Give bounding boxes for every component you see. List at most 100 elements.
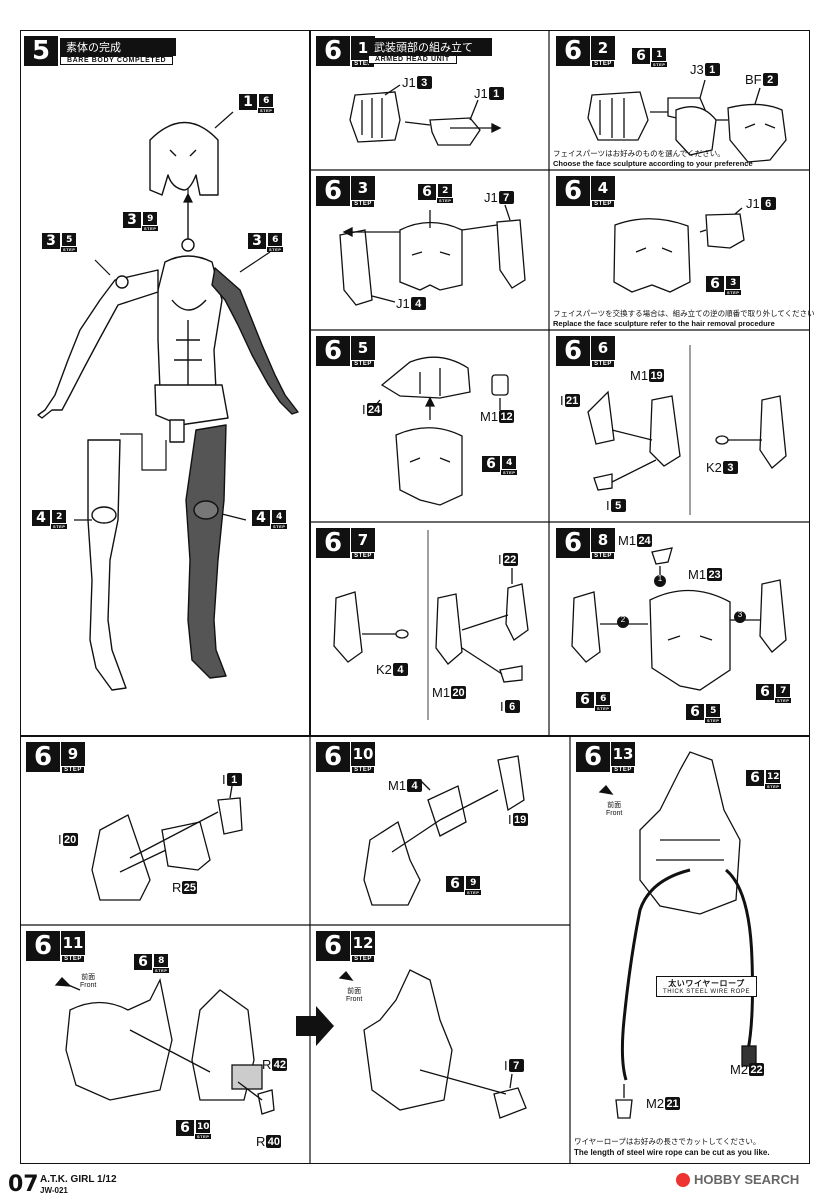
- step-tag: STEP: [612, 767, 634, 773]
- step-tag: STEP: [465, 890, 482, 895]
- step-sub: 2: [591, 36, 615, 60]
- step-number: 6: [316, 528, 350, 558]
- part-num: 19: [512, 813, 528, 826]
- part-num: 19: [649, 369, 665, 382]
- step6-frame: [310, 30, 810, 736]
- part-code: I: [606, 498, 610, 513]
- front-label: 前面 Front: [80, 974, 96, 990]
- step-sub: 10: [351, 742, 375, 766]
- ref-sub: 6: [596, 692, 611, 705]
- part-code: M1: [688, 567, 707, 582]
- watermark-logo-icon: [676, 1172, 690, 1187]
- step-number: 6: [26, 931, 60, 961]
- ref-sub: 2: [438, 184, 453, 197]
- bottom-frame: [20, 736, 810, 1164]
- ref-number: 6: [756, 684, 774, 700]
- part-code: J1: [484, 190, 498, 205]
- part-code: M1: [480, 409, 499, 424]
- step-sub: 11: [61, 931, 85, 955]
- ref-sub: 9: [143, 212, 158, 225]
- part-code: K2: [706, 460, 722, 475]
- part-num: 6: [504, 700, 520, 713]
- ref-sub: 12: [766, 770, 781, 783]
- ref-sub: 4: [272, 510, 287, 523]
- part-num: 22: [749, 1063, 765, 1076]
- part-code: M1: [432, 685, 451, 700]
- wire-rope-en: THICK STEEL WIRE ROPE: [663, 989, 751, 995]
- front-en: Front: [346, 996, 363, 1003]
- part-num: 4: [410, 297, 426, 310]
- part-num: 24: [366, 403, 382, 416]
- step-tag: STEP: [501, 470, 518, 475]
- part-code: J1: [396, 296, 410, 311]
- step6-title-jp: 武装頭部の組み立て: [368, 38, 492, 56]
- front-jp: 前面: [347, 988, 362, 995]
- part-code: M2: [646, 1096, 665, 1111]
- ref-number: 6: [134, 954, 152, 970]
- ref-sub: 1: [652, 48, 667, 61]
- step-tag: STEP: [195, 1134, 212, 1139]
- ref-number: 6: [446, 876, 464, 892]
- part-num: 5: [610, 499, 626, 512]
- wire-rope-label: 太いワイヤーロープ THICK STEEL WIRE ROPE: [656, 976, 758, 997]
- step-sub: 8: [591, 528, 615, 552]
- step-number: 6: [556, 336, 590, 366]
- ref-sub: 2: [52, 510, 67, 523]
- step-tag: STEP: [62, 767, 84, 773]
- step-tag: STEP: [352, 553, 374, 559]
- part-code: I: [508, 812, 512, 827]
- step-tag: STEP: [437, 198, 454, 203]
- step-tag: STEP: [595, 706, 612, 711]
- step-tag: STEP: [352, 201, 374, 207]
- part-num: 23: [707, 568, 723, 581]
- part-num: 21: [564, 394, 580, 407]
- step-number: 6: [26, 742, 60, 772]
- step-sub: 7: [351, 528, 375, 552]
- part-num: 25: [182, 881, 198, 894]
- step-number: 6: [556, 176, 590, 206]
- step-number: 6: [316, 336, 350, 366]
- part-num: 2: [762, 73, 778, 86]
- ref-sub: 5: [706, 704, 721, 717]
- step-tag: STEP: [352, 767, 374, 773]
- step-sub: 4: [591, 176, 615, 200]
- step-tag: STEP: [592, 61, 614, 67]
- part-num: 4: [407, 779, 423, 792]
- part-num: 24: [637, 534, 653, 547]
- part-code: J1: [402, 75, 416, 90]
- part-num: 40: [266, 1135, 282, 1148]
- step-tag: STEP: [62, 956, 84, 962]
- part-code: I: [500, 699, 504, 714]
- ref-sub: 8: [154, 954, 169, 967]
- step-tag: STEP: [61, 247, 78, 252]
- step-sub: 9: [61, 742, 85, 766]
- ref-number: 6: [418, 184, 436, 200]
